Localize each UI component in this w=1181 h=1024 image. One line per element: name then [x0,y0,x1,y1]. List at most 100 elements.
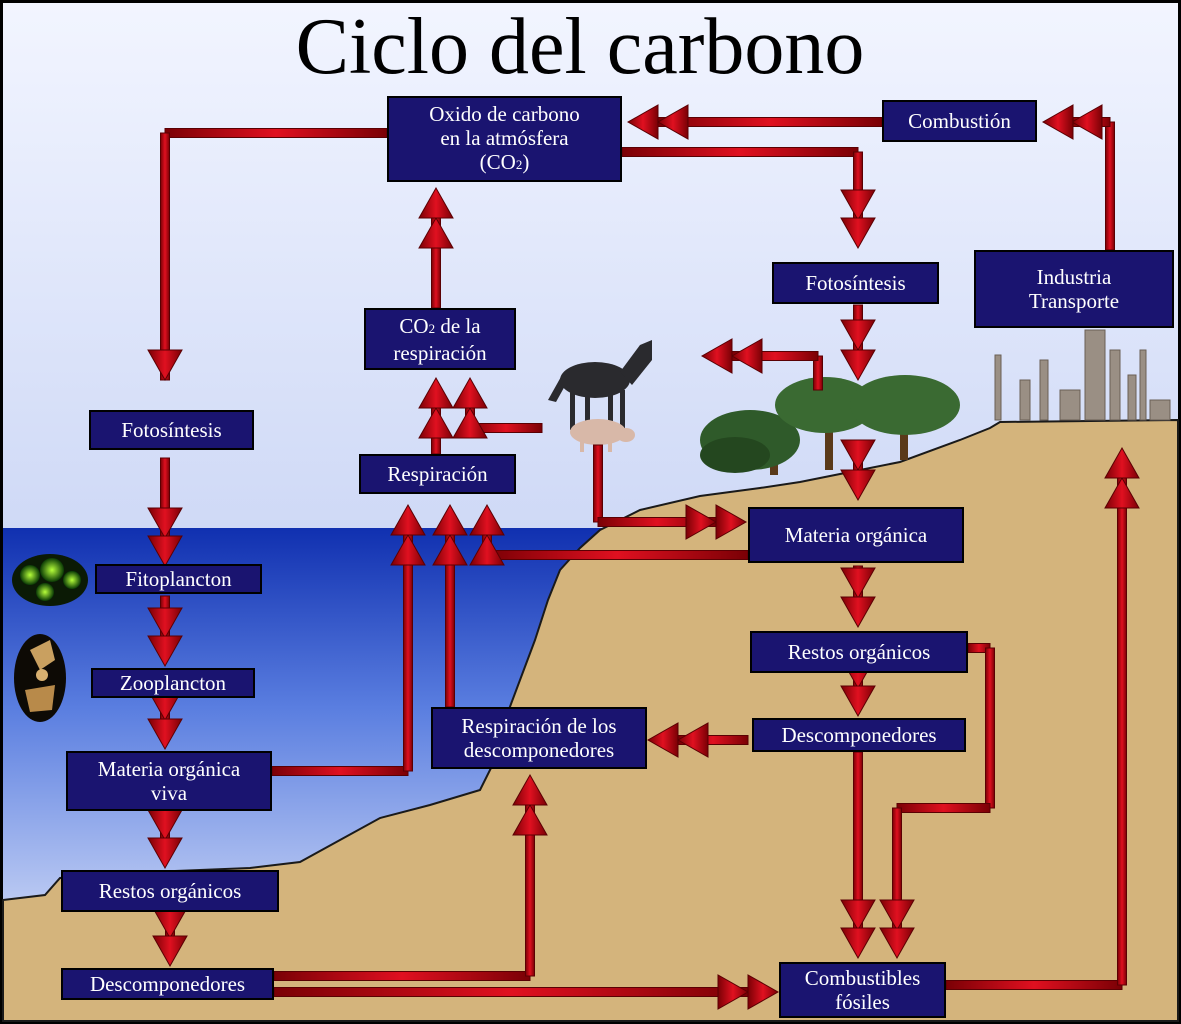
arrow-descompland-to-respdescomp-head [676,722,709,758]
arrow-atm-to-fotosintesis-land-shaft [621,147,859,157]
arrow-fotosintesis-land-to-trees-head [840,319,876,352]
box-fitoplancton: Fitoplancton [95,564,262,594]
box-combustibles-fosiles: Combustibles fósiles [779,962,946,1018]
box-materia-organica: Materia orgánica [748,507,964,563]
arrow-industria-to-combustion-head [1070,104,1103,140]
arrow-materiaviva-to-respiracion-shaft [403,534,413,772]
box-fosiles-line1: Combustibles [804,966,921,990]
arrow-respdescomp-to-respiracion-head2 [432,503,468,536]
tree-icon [700,375,960,475]
arrow-fitoplancton-to-zooplancton-head [147,607,183,640]
co2-subscript: 2 [515,156,523,172]
arrow-materiaviva-to-restos-head2 [147,837,183,870]
arrow-descompland-to-fosiles-head2 [840,927,876,960]
box-resp-descomp-line1: Respiración de los [461,714,617,738]
arrow-descompsea-to-fosiles-shaft [273,987,749,997]
arrow-combustion-to-atm-head2 [626,104,659,140]
box-combustion: Combustión [882,100,1037,142]
arrow-atm-to-fotosintesis-sea-shaft [160,132,170,381]
box-industria-line1: Industria [1036,265,1112,289]
box-materia-organica-viva: Materia orgánica viva [66,751,272,811]
box-atmosphere-line2: en la atmósfera [440,125,569,150]
arrow-fosiles-to-industria-shaft [1117,477,1127,986]
arrow-combustion-to-atm-shaft [657,117,883,127]
arrow-combustion-to-atm-head [656,104,689,140]
arrow-fosiles-to-industria-head [1104,476,1140,509]
arrow-descompsea-to-respdescomp-shaft [273,971,531,981]
arrow-materiaviva-to-respiracion-shaft [271,766,409,776]
box-industria-transporte: Industria Transporte [974,250,1174,328]
arrow-trees-to-materia-head2 [840,469,876,502]
arrow-animals-to-materia-head2 [715,504,748,540]
box-restos-organicos-sea: Restos orgánicos [61,870,279,912]
arrow-zooplancton-to-materiaviva-head2 [147,718,183,751]
arrow-animals-to-materia-head [685,504,718,540]
box-industria-line2: Transporte [1028,289,1120,313]
arrow-materiaviva-to-respiracion-head2 [390,503,426,536]
arrow-trees-to-materia-head [840,439,876,472]
arrow-restos-to-descomp-head2 [152,935,188,968]
box-co2-resp-line2: respiración [393,340,487,365]
arrow-materia-to-respiracion-head [469,533,505,566]
arrow-trees-to-animals-head [730,338,763,374]
co2-prefix: (CO [479,149,516,174]
arrow-fotosintesis-to-fitoplancton-head2 [147,535,183,568]
arrow-industria-to-combustion-head2 [1041,104,1074,140]
arrow-fotosintesis-to-fitoplancton-head [147,507,183,540]
arrow-animals-to-co2resp-head [452,406,488,439]
box-materia-viva-line2: viva [150,781,188,805]
arrow-restosland-to-fosiles-shaft [896,803,991,813]
arrow-materia-to-restos-head2 [840,596,876,629]
box-materia-viva-line1: Materia orgánica [97,757,241,781]
arrow-animals-to-co2resp-head2 [452,376,488,409]
arrow-descompland-to-respdescomp-head2 [646,722,679,758]
box-respiracion-descomponedores: Respiración de los descomponedores [431,707,647,769]
arrow-materiaviva-to-respiracion-head [390,533,426,566]
box-fotosintesis-sea: Fotosíntesis [89,410,254,450]
arrow-atm-to-fotosintesis-land-head [840,189,876,222]
arrow-restos-to-descomp-land-head2 [840,685,876,718]
arrow-descompland-to-fosiles-head [840,899,876,932]
arrow-fotosintesis-land-to-trees-head2 [840,349,876,382]
co2-suffix: ) [522,149,530,174]
co2-resp-suffix: de la [435,313,481,338]
arrow-co2resp-to-atm-head [418,216,454,249]
box-descomponedores-land: Descomponedores [752,718,966,752]
box-zooplancton: Zooplancton [91,668,255,698]
arrow-descompsea-to-respdescomp-head2 [512,773,548,806]
arrow-fosiles-to-industria-shaft [945,980,1123,990]
arrow-restosland-to-fosiles-shaft [985,647,995,809]
box-fotosintesis-land: Fotosíntesis [772,262,939,304]
box-resp-descomp-line2: descomponedores [463,738,615,762]
box-atmosphere-co2: Oxido de carbono en la atmósfera (CO2) [387,96,622,182]
arrow-industria-to-combustion-shaft [1105,121,1115,251]
factory-icon [994,329,1171,421]
box-descomponedores-sea: Descomponedores [61,968,274,1000]
box-co2-respiracion: CO2 de la respiración [364,308,516,370]
box-co2-resp-line1: CO2 de la [399,314,480,341]
arrow-trees-to-animals-shaft [813,355,823,391]
arrow-atm-to-fotosintesis-sea-shaft [164,128,388,138]
box-respiracion: Respiración [359,454,516,494]
arrow-restosland-to-fosiles-head [879,899,915,932]
arrow-fosiles-to-industria-head2 [1104,446,1140,479]
box-fosiles-line2: fósiles [835,990,890,1014]
zooplankton-icon [14,634,66,722]
horse-icon [548,340,652,430]
arrow-descompsea-to-fosiles-head [717,974,750,1010]
flow-arrows [147,104,1140,1010]
arrow-animals-to-materia-shaft [593,444,603,523]
pig-icon [570,419,635,452]
arrow-descompsea-to-fosiles-head2 [747,974,780,1010]
arrow-materia-to-restos-head [840,567,876,600]
co2-resp-prefix: CO [399,313,429,338]
box-restos-organicos-land: Restos orgánicos [750,631,968,673]
arrow-respdescomp-to-respiracion-head [432,533,468,566]
arrow-fitoplancton-to-zooplancton-head2 [147,635,183,668]
arrow-respiracion-to-co2resp-head [418,406,454,439]
co2-resp-subscript: 2 [428,320,436,336]
arrow-atm-to-fotosintesis-sea-head [147,349,183,382]
arrow-descompsea-to-respdescomp-head [512,803,548,836]
arrow-atm-to-fotosintesis-land-head2 [840,217,876,250]
